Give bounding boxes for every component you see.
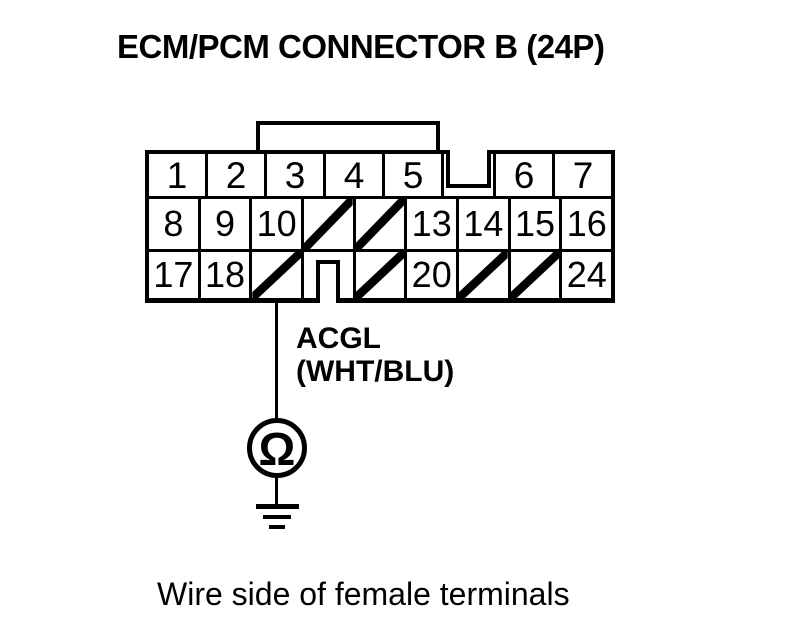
pin-5: 5 [385,154,444,196]
blocked-cavity [510,252,563,298]
blocked-cavity [355,199,408,249]
pin-16: 16 [562,199,612,249]
test-wire [275,302,278,419]
pin-3: 3 [267,154,326,196]
wire-label: ACGL (WHT/BLU) [296,322,454,388]
pin-4: 4 [326,154,385,196]
pin-10: 10 [252,199,305,249]
pin-2: 2 [208,154,267,196]
pin-6: 6 [496,154,555,196]
pin-20: 20 [407,252,460,298]
connector-top-tab [256,121,440,154]
diagram-caption: Wire side of female terminals [157,576,570,612]
ground-bar-medium [263,515,291,519]
key-slot-cavity [304,252,356,303]
notch-u-shape [446,150,491,188]
connector-notch [444,150,496,196]
pin-14: 14 [459,199,511,249]
blocked-cavity [304,199,356,249]
pin-17: 17 [149,252,201,298]
blocked-cavity [355,252,408,298]
pin-7: 7 [555,154,611,196]
diagram-title: ECM/PCM CONNECTOR B (24P) [117,28,605,65]
wire-color-code: (WHT/BLU) [296,355,455,388]
ohmmeter-icon: Ω [247,418,307,478]
pin-9: 9 [200,199,253,249]
ohm-symbol: Ω [258,423,296,475]
pin-24: 24 [562,252,612,298]
pin-18: 18 [200,252,253,298]
pin-13: 13 [407,199,460,249]
pin-8: 8 [149,199,201,249]
pin-1: 1 [149,154,208,196]
key-slot-shape [316,260,341,303]
wire-signal-name: ACGL [296,322,381,355]
blocked-cavity [252,252,305,298]
blocked-cavity [459,252,511,298]
ground-bar-long [256,504,299,509]
meter-ground-lead [275,477,278,506]
pin-15: 15 [510,199,563,249]
ground-bar-short [269,525,285,529]
